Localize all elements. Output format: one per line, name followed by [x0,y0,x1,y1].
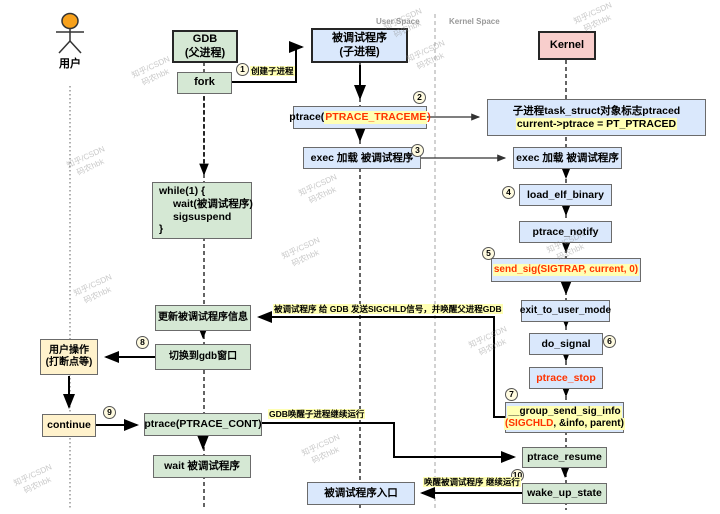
node-debuggee-line2: (子进程) [339,45,380,58]
exit-to-user-mode-label: exit_to_user_mode [519,305,612,316]
gdb-loop-line2: wait(被调试程序) [173,197,253,210]
node-ptrace-traceme: ptrace(PTRACE_TRACEME) [289,106,431,129]
node-continue: continue [42,414,96,437]
task-struct-line1: 子进程task_struct对象标志ptraced [512,104,681,117]
node-gdb: GDB (父进程) [172,30,238,63]
ptrace-traceme-suffix: ) [427,111,431,124]
send-sig-label: send_sig(SIGTRAP, current, 0) [492,264,640,276]
group-send-line1: __group_send_sig_info [507,405,622,418]
edge-ptracecont-to-resume [262,422,516,463]
node-debuggee: 被调试程序 (子进程) [311,28,408,63]
node-ptrace-resume: ptrace_resume [522,447,607,468]
node-kernel: Kernel [538,31,596,60]
node-exec-load-user: exec 加载 被调试程序 [303,147,421,169]
node-ptrace-stop: ptrace_stop [529,367,603,389]
ptrace-traceme-arg: PTRACE_TRACEME [324,111,428,124]
node-gdb-line1: GDB [192,33,218,46]
node-ptrace-notify: ptrace_notify [519,221,612,243]
step-badge-4: 4 [502,186,515,199]
node-ptrace-cont: ptrace(PTRACE_CONT) [144,413,262,436]
actor-icon [56,12,84,54]
node-update-info: 更新被调试程序信息 [155,305,251,331]
node-debuggee-line1: 被调试程序 [332,32,387,45]
user-action-line2: (打断点等) [45,357,93,368]
edge-label-wake-debuggee: 唤醒被调试程序 继续运行 [423,477,521,488]
node-fork: fork [177,72,232,94]
kernel-space-label: Kernel Space [449,17,500,26]
edge-fork-to-debuggee [232,41,304,83]
node-task-struct: 子进程task_struct对象标志ptraced current->ptrac… [487,99,706,136]
ptrace-resume-label: ptrace_resume [527,451,602,464]
load-elf-binary-label: load_elf_binary [526,188,605,201]
group-send-sigchld: (SIGCHLD [505,417,554,429]
continue-label: continue [47,419,91,432]
node-user-action: 用户操作 (打断点等) [40,339,98,375]
wait-debuggee-label: wait 被调试程序 [164,460,240,473]
step-badge-3: 3 [411,144,424,157]
exec-load-kernel-label: exec 加载 被调试程序 [516,151,619,164]
node-fork-label: fork [194,76,215,89]
ptrace-notify-label: ptrace_notify [532,225,599,238]
step-badge-8: 8 [136,336,149,349]
step-badge-2: 2 [413,91,426,104]
node-group-send-sig-info: __group_send_sig_info (SIGCHLD, &info, p… [504,402,625,433]
user-space-label: User Space [376,17,420,26]
node-gdb-line2: (父进程) [184,46,226,59]
edge-label-create-child: 创建子进程 [250,66,295,77]
task-struct-line2: current->ptrace = PT_PTRACED [515,117,678,131]
edge-label-sigchld-notify: 被调试程序 给 GDB 发送SIGCHLD信号，并唤醒父进程GDB [273,304,503,315]
step-badge-5: 5 [482,247,495,260]
node-switch-gdb: 切换到gdb窗口 [155,344,251,370]
ptrace-cont-label: ptrace(PTRACE_CONT) [144,418,262,431]
node-send-sig: send_sig(SIGTRAP, current, 0) [491,258,641,282]
do-signal-label: do_signal [541,337,591,350]
step-badge-1: 1 [236,63,249,76]
kernel-label: Kernel [549,38,585,51]
node-wake-up-state: wake_up_state [522,483,607,504]
step-badge-7: 7 [505,388,518,401]
gdb-loop-line3: sigsuspend [173,210,232,223]
debuggee-entry-label: 被调试程序入口 [324,487,398,500]
gdb-loop-line1: while(1) { [159,185,206,198]
exec-load-user-label: exec 加载 被调试程序 [310,151,414,164]
node-debuggee-entry: 被调试程序入口 [307,482,415,505]
switch-gdb-label: 切换到gdb窗口 [168,351,238,362]
step-badge-9: 9 [103,406,116,419]
gdb-loop-line4: } [159,223,164,236]
node-gdb-loop: while(1) { wait(被调试程序) sigsuspend } [152,182,253,239]
edge-groupsend-to-update [257,311,505,418]
group-send-line2: (SIGCHLD, &info, parent) [504,417,625,430]
step-badge-6: 6 [603,335,616,348]
node-load-elf-binary: load_elf_binary [519,184,612,206]
update-info-label: 更新被调试程序信息 [158,312,248,323]
edge-label-gdb-wake-child: GDB唤醒子进程继续运行 [268,409,366,420]
group-send-args: , &info, parent) [553,417,624,429]
node-wait-debuggee: wait 被调试程序 [153,455,251,478]
node-exec-load-kernel: exec 加载 被调试程序 [513,147,622,169]
actor-label: 用户 [59,58,81,70]
wake-up-state-label: wake_up_state [527,487,602,500]
ptrace-traceme-prefix: ptrace( [289,111,325,124]
node-exit-to-user-mode: exit_to_user_mode [519,300,612,322]
node-do-signal: do_signal [529,333,603,355]
user-action-line1: 用户操作 [49,345,89,356]
ptrace-stop-label: ptrace_stop [536,371,596,384]
